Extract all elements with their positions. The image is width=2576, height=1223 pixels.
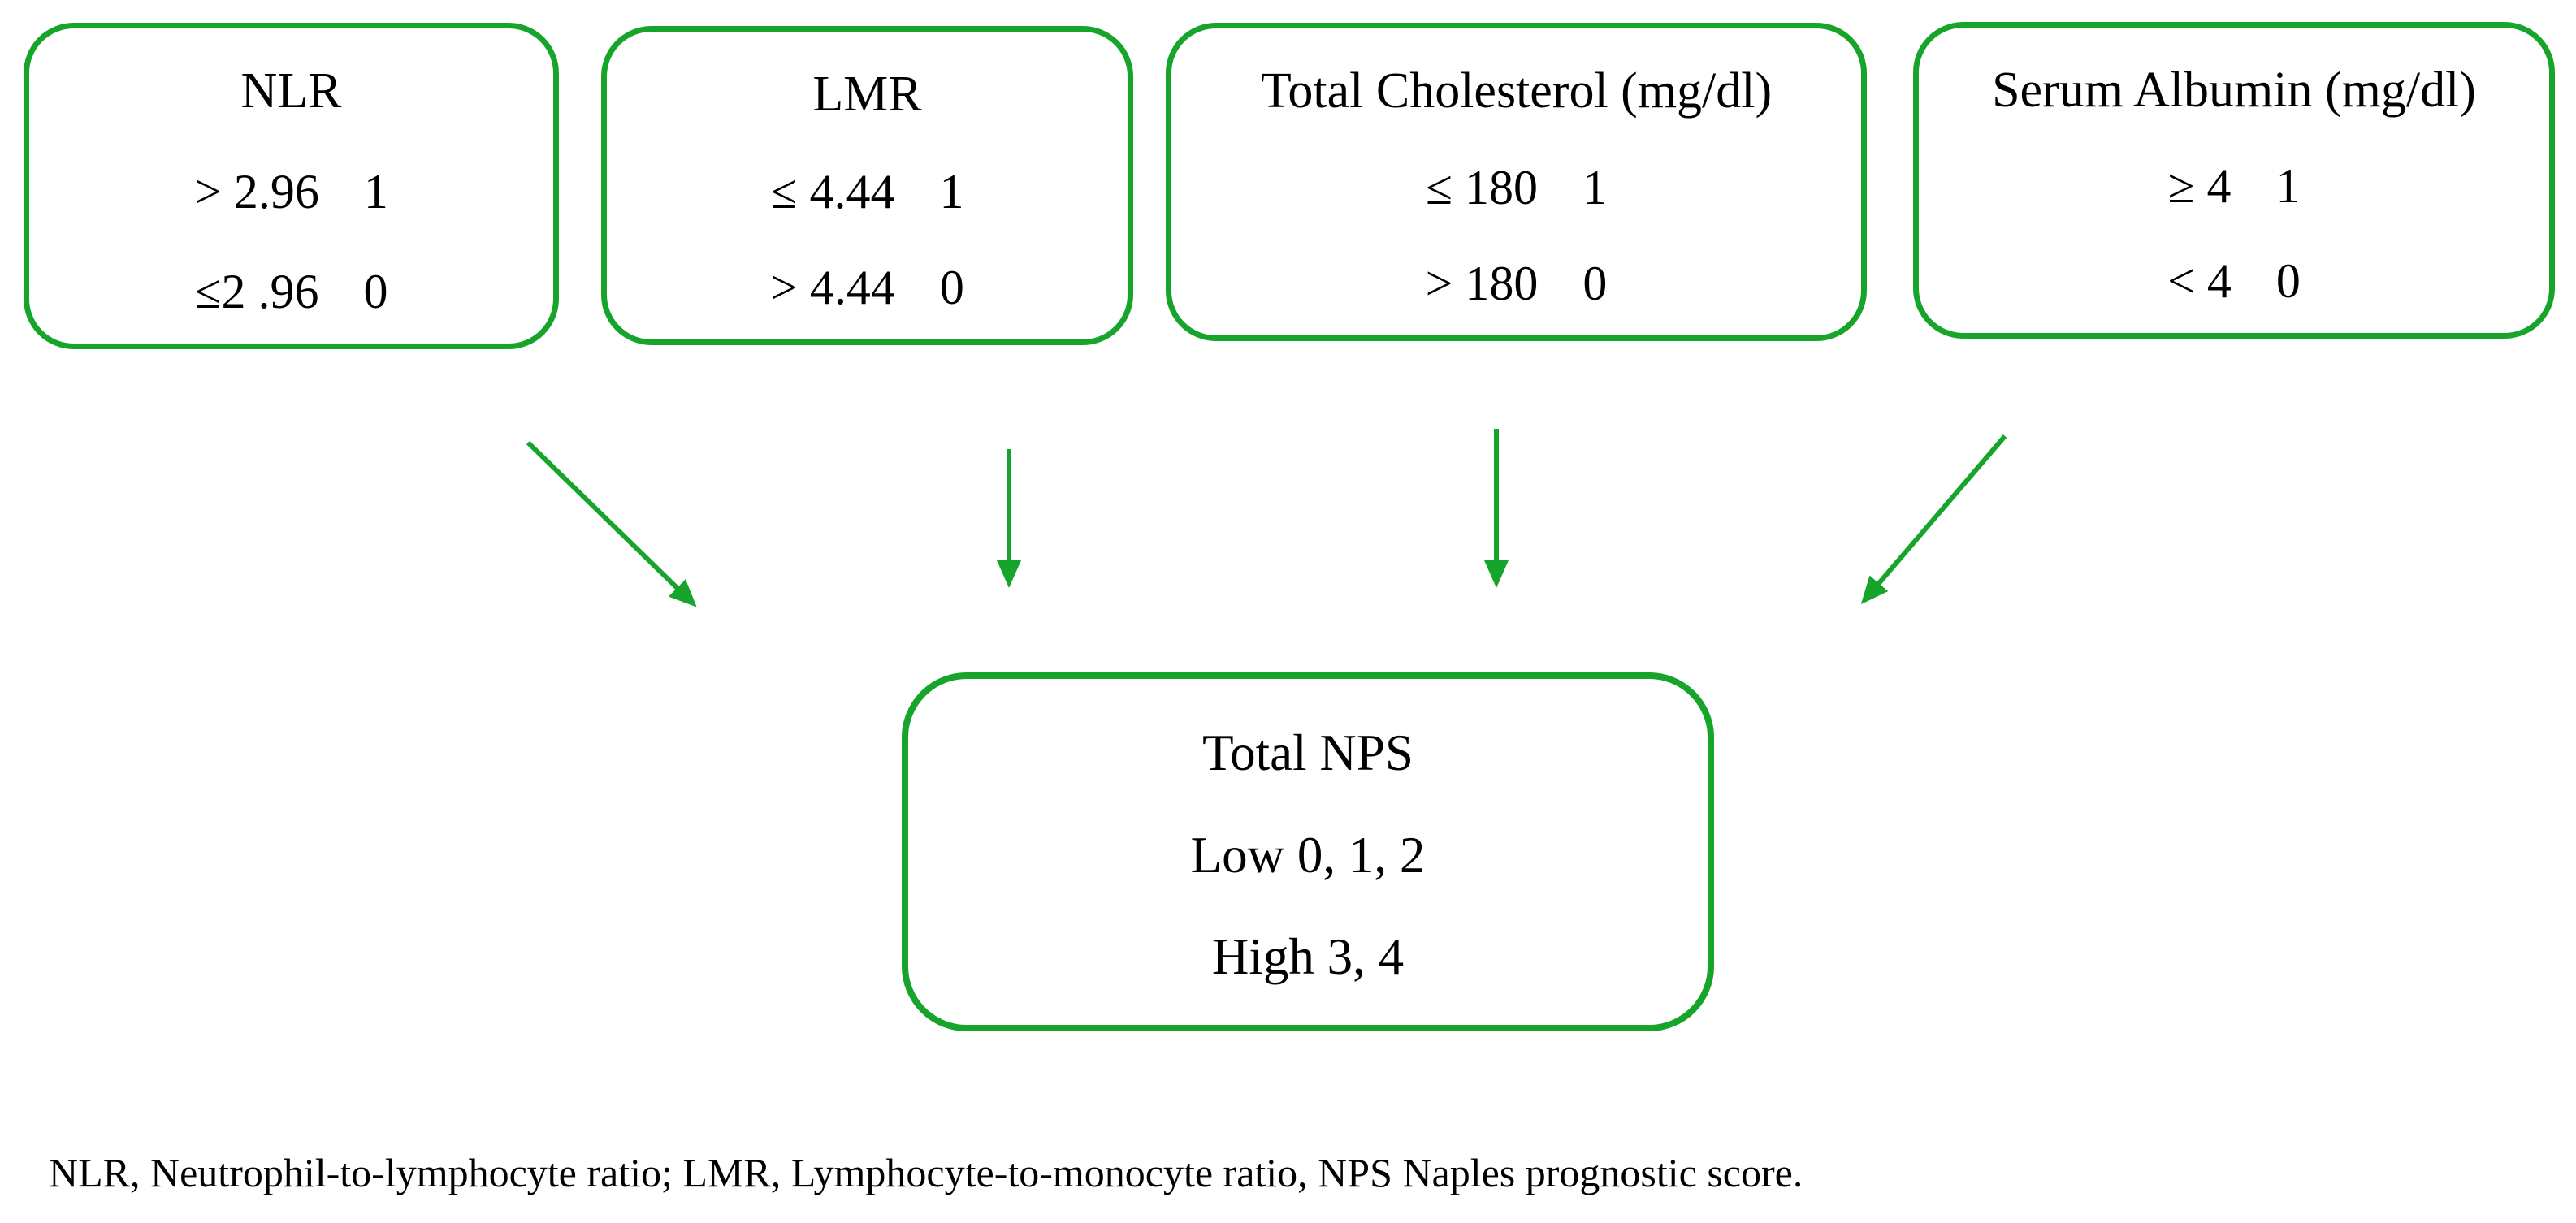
condition-value: ≤ 180 <box>1426 161 1538 214</box>
serum-albumin-box: Serum Albumin (mg/dl) ≥ 4 1 < 4 0 <box>1913 22 2555 339</box>
threshold-row: ≤2 .96 0 <box>195 267 388 316</box>
abbreviations-footnote: NLR, Neutrophil-to-lymphocyte ratio; LMR… <box>49 1150 1803 1195</box>
albumin-arrow-icon <box>1860 434 2007 605</box>
total-cholesterol-box-title: Total Cholesterol (mg/dl) <box>1260 63 1773 119</box>
threshold-row: > 4.44 0 <box>770 263 964 312</box>
lmr-box: LMR ≤ 4.44 1 > 4.44 0 <box>601 26 1133 345</box>
lmr-box-title: LMR <box>812 67 922 122</box>
score-value: 1 <box>939 164 964 218</box>
threshold-row: > 2.96 1 <box>194 167 388 216</box>
score-value: 0 <box>363 265 388 318</box>
nps-low-line: Low 0, 1, 2 <box>1190 826 1426 884</box>
threshold-row: ≤ 4.44 1 <box>771 167 964 216</box>
threshold-row: ≥ 4 1 <box>2168 162 2301 210</box>
nlr-arrow-icon <box>526 440 697 607</box>
condition-value: > 180 <box>1425 257 1539 310</box>
nlr-box-title: NLR <box>240 63 342 119</box>
condition-value: > 2.96 <box>194 165 319 218</box>
score-value: 1 <box>363 165 388 218</box>
threshold-row: < 4 0 <box>2167 257 2301 305</box>
condition-value: > 4.44 <box>770 261 895 314</box>
condition-value: ≥ 4 <box>2167 159 2232 213</box>
condition-value: ≤ 4.44 <box>770 164 895 218</box>
nlr-box: NLR > 2.96 1 ≤2 .96 0 <box>24 23 559 349</box>
score-value: 0 <box>2275 254 2301 308</box>
score-value: 1 <box>2275 159 2301 213</box>
total-nps-box-title: Total NPS <box>1202 724 1414 781</box>
serum-albumin-box-title: Serum Albumin (mg/dl) <box>1992 63 2476 118</box>
score-value: 0 <box>1582 257 1608 310</box>
score-value: 1 <box>1582 161 1607 214</box>
condition-value: ≤2 .96 <box>194 265 319 318</box>
total-cholesterol-box: Total Cholesterol (mg/dl) ≤ 180 1 > 180 … <box>1166 23 1867 341</box>
threshold-row: ≤ 180 1 <box>1426 163 1607 212</box>
total-nps-box: Total NPS Low 0, 1, 2 High 3, 4 <box>902 672 1714 1031</box>
condition-value: < 4 <box>2167 254 2232 308</box>
score-value: 0 <box>939 261 964 314</box>
threshold-row: > 180 0 <box>1426 259 1608 308</box>
nps-high-line: High 3, 4 <box>1211 928 1405 985</box>
